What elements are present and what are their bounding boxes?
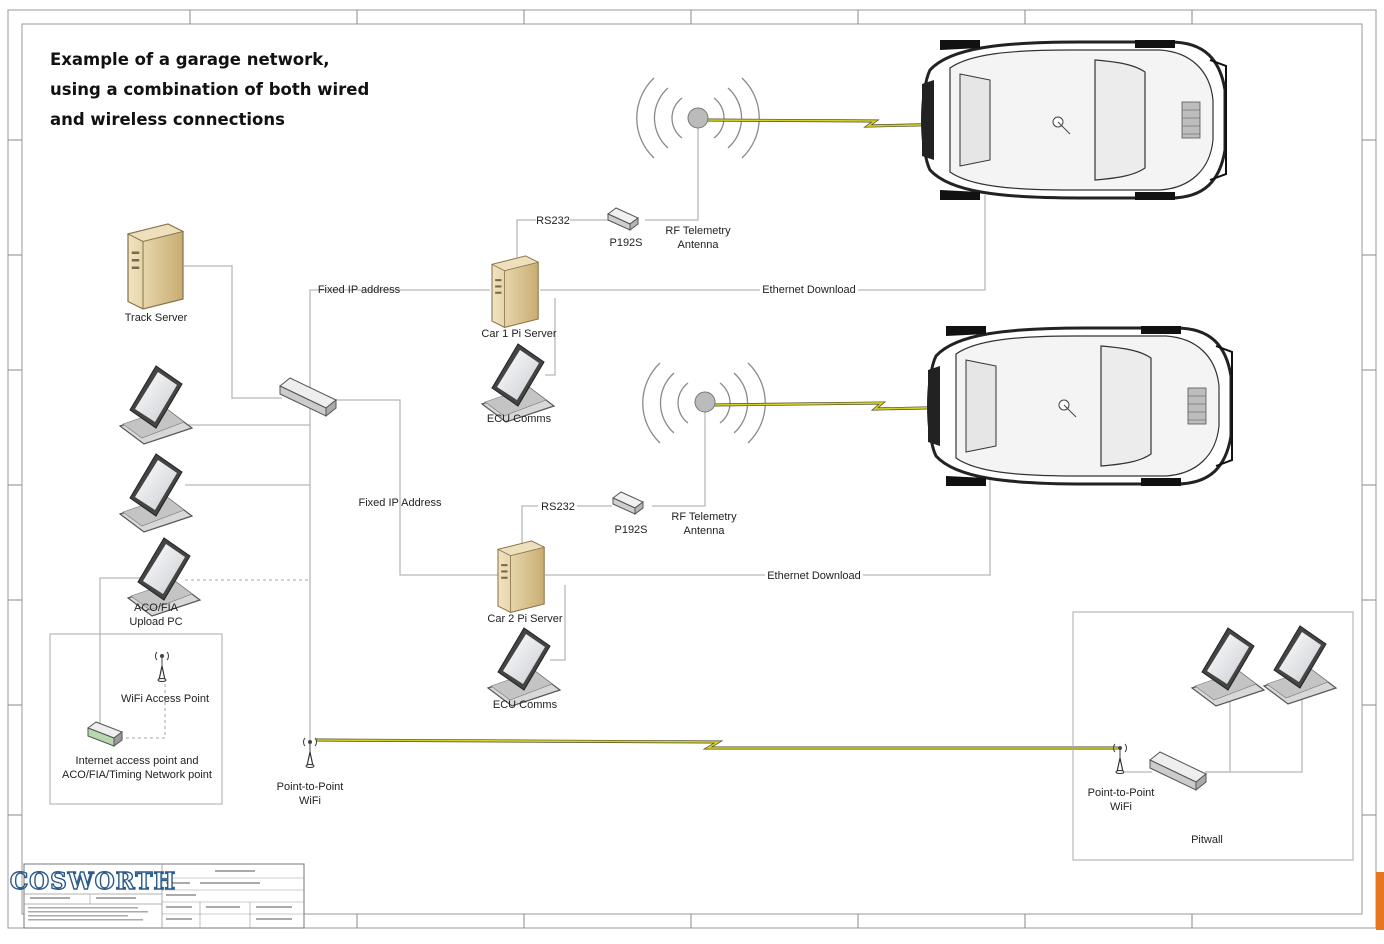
rs232-2-label: RS232 xyxy=(541,501,575,513)
p192s-2-icon xyxy=(612,491,644,515)
track-server-icon xyxy=(127,223,184,310)
cosworth-logo: COSWORTH xyxy=(10,868,176,895)
rf-antenna-1-icon xyxy=(687,107,709,129)
car2-server-label: Car 2 Pi Server xyxy=(487,613,563,625)
eth-dl-2-label: Ethernet Download xyxy=(767,570,861,582)
fine-print xyxy=(28,870,292,921)
laptop-2-icon xyxy=(119,453,193,533)
rs232-1-label: RS232 xyxy=(536,215,570,227)
antenna-1-arcs xyxy=(636,77,760,159)
fixed-ip-2-label: Fixed IP Address xyxy=(359,497,442,509)
caption-line-1: Example of a garage network, xyxy=(50,50,330,69)
p192s-1-label: P192S xyxy=(609,237,642,249)
figure-caption: Example of a garage network, using a com… xyxy=(50,45,370,135)
aco-label-line1: ACO/FIA xyxy=(134,602,179,614)
wired-links xyxy=(99,120,1303,773)
internet-label-line2: ACO/FIA/Timing Network point xyxy=(62,769,212,781)
p2p-right-label-line1: Point-to-Point xyxy=(1088,787,1155,799)
rf1-label-line1: RF Telemetry xyxy=(665,225,731,237)
laptop-1-icon xyxy=(119,365,193,445)
p2p-left-mast-icon xyxy=(302,737,318,769)
internet-label-line1: Internet access point and xyxy=(76,755,199,767)
car-antenna-2 xyxy=(1058,399,1077,418)
car-antenna-1 xyxy=(1052,116,1071,135)
car1-server-label: Car 1 Pi Server xyxy=(481,328,557,340)
wifi-ap-mast-icon xyxy=(154,651,170,683)
ecu2-laptop-icon xyxy=(487,627,561,707)
caption-line-3: and wireless connections xyxy=(50,110,285,129)
wifi-ap-label: WiFi Access Point xyxy=(121,693,209,705)
pitwall-laptop-1-icon xyxy=(1191,627,1265,707)
ecu2-label: ECU Comms xyxy=(493,699,558,711)
track-server-label: Track Server xyxy=(125,312,188,324)
antenna-2-arcs xyxy=(642,362,766,444)
rf2-label-line1: RF Telemetry xyxy=(671,511,737,523)
ecu1-label: ECU Comms xyxy=(487,413,552,425)
internet-router-icon xyxy=(86,721,124,747)
p2p-left-label-line1: Point-to-Point xyxy=(277,781,344,793)
aco-label-line2: Upload PC xyxy=(129,616,182,628)
pitwall-label: Pitwall xyxy=(1191,834,1223,846)
title-block: COSWORTH xyxy=(9,863,305,929)
pitwall-laptop-2-icon xyxy=(1263,625,1337,705)
pitwall-box xyxy=(1072,611,1354,861)
caption-line-2: using a combination of both wired xyxy=(50,80,370,99)
ecu1-laptop-icon xyxy=(481,343,555,423)
rf2-label-line2: Antenna xyxy=(684,525,726,537)
network-switch-icon xyxy=(279,377,337,417)
page-edge-tab xyxy=(1376,872,1384,930)
rf1-label-line2: Antenna xyxy=(678,239,720,251)
eth-dl-1-label: Ethernet Download xyxy=(762,284,856,296)
car2-server-icon xyxy=(497,540,545,613)
p2p-right-label-line2: WiFi xyxy=(1110,801,1132,813)
p192s-2-label: P192S xyxy=(614,524,647,536)
p2p-left-label-line2: WiFi xyxy=(299,795,321,807)
pitwall-switch-icon xyxy=(1149,751,1207,791)
car1-server-icon xyxy=(491,255,539,328)
rf-antenna-2-icon xyxy=(694,391,716,413)
race-car-1 xyxy=(920,38,1228,202)
local-network-box xyxy=(49,633,223,805)
drawing-frame xyxy=(7,9,1377,929)
race-car-2 xyxy=(926,324,1234,488)
p192s-1-icon xyxy=(607,207,639,231)
fixed-ip-1-label: Fixed IP address xyxy=(318,284,401,296)
